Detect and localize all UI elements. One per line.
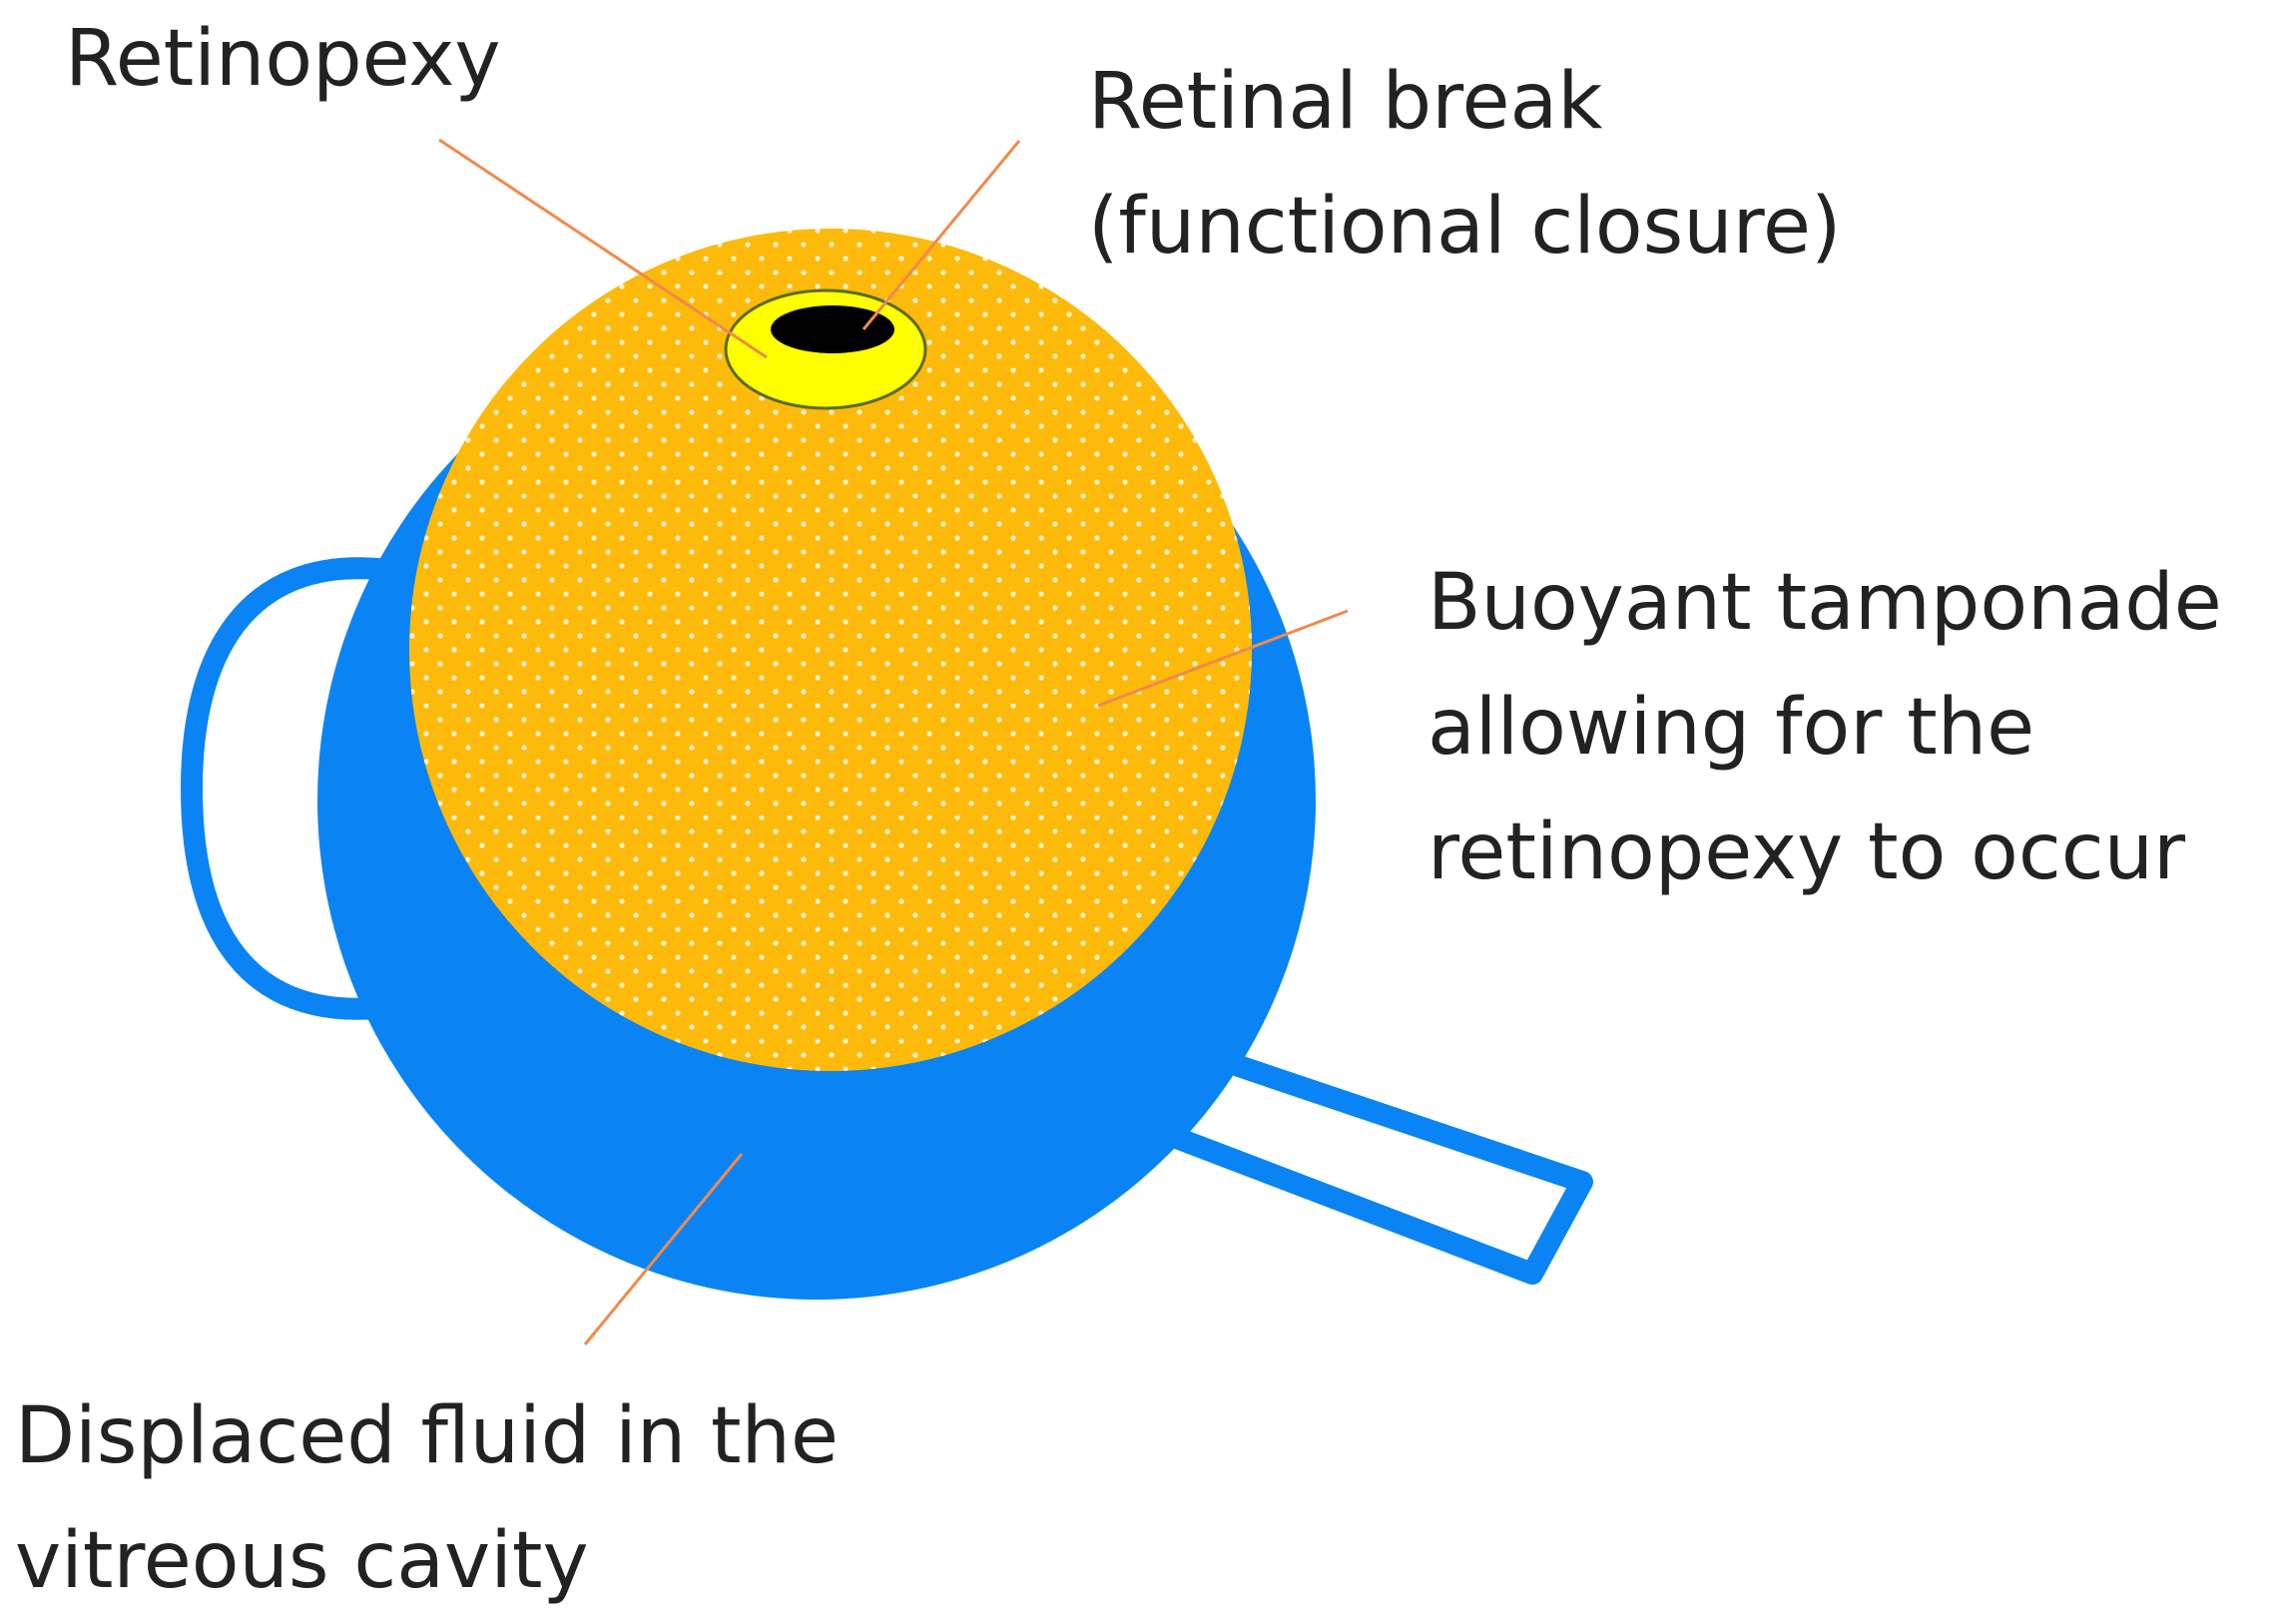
leader-line-tamponade	[1097, 609, 1349, 708]
label-tamponade-line1: Buoyant tamponade	[1428, 558, 2222, 648]
retinal-break	[771, 305, 894, 353]
label-tamponade-line3: retinopexy to occur	[1428, 808, 2186, 897]
label-retinal-break-line1: Retinal break	[1088, 57, 1602, 147]
label-retinopexy: Retinopexy	[65, 14, 501, 104]
label-tamponade-line2: allowing for the	[1428, 683, 2034, 773]
label-fluid-line2: vitreous cavity	[15, 1516, 589, 1606]
leader-line-retinal-break	[861, 140, 1021, 330]
label-retinal-break-line2: (functional closure)	[1088, 182, 1841, 271]
leader-line-retinopexy	[438, 138, 768, 359]
leader-line-fluid	[583, 1153, 744, 1346]
label-fluid-line1: Displaced fluid in the	[15, 1391, 839, 1481]
optic-nerve-outline	[1170, 1050, 1593, 1285]
cornea-outline	[180, 557, 388, 1020]
